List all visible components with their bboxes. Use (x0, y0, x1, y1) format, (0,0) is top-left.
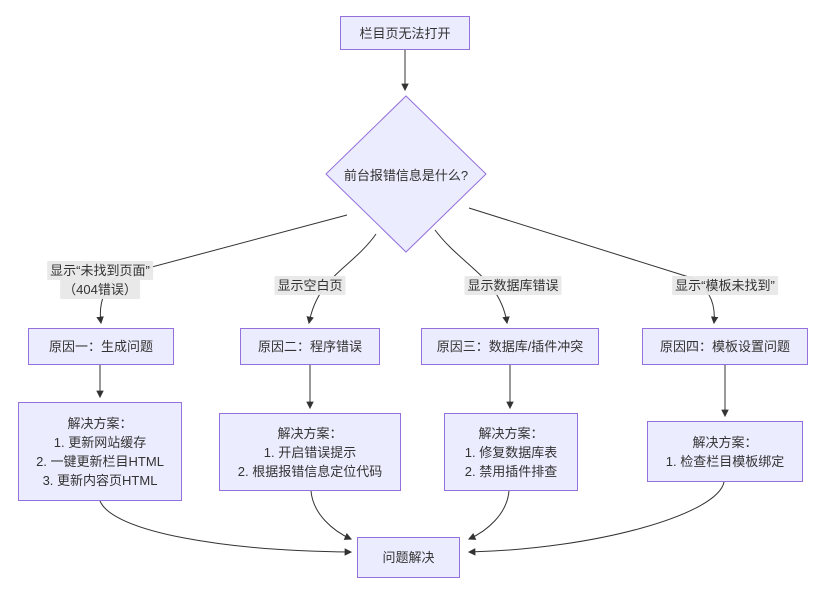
node-cause-2: 原因二：程序错误 (240, 328, 380, 365)
node-start: 栏目页无法打开 (340, 16, 470, 50)
node-cause-1: 原因一：生成问题 (28, 328, 174, 365)
edge-label-blank-page: 显示空白页 (274, 276, 346, 295)
node-solution-3: 解决方案： 1. 修复数据库表 2. 禁用插件排查 (444, 413, 578, 491)
edge-label-line: 显示数据库错误 (464, 276, 562, 295)
diamond-shape (325, 95, 487, 253)
node-solution-2: 解决方案： 1. 开启错误提示 2. 根据报错信息定位代码 (219, 413, 401, 491)
node-cause-3: 原因三：数据库/插件冲突 (421, 328, 599, 365)
node-decision: 前台报错信息是什么? (325, 95, 487, 253)
edge-decision-to-cause4 (468, 207, 719, 325)
edge-label-line: 显示“模板未找到” (672, 276, 778, 295)
solution-line: 1. 开启错误提示 (263, 444, 357, 460)
solution-line: 解决方案： (67, 415, 133, 431)
node-end: 问题解决 (357, 537, 460, 578)
solution-line: 解决方案： (478, 425, 544, 441)
solution-line: 1. 更新网站缓存 (53, 434, 147, 450)
solution-line: 2. 一键更新栏目HTML (36, 453, 164, 469)
node-cause-4: 原因四：模板设置问题 (642, 328, 808, 365)
edge-label-line: 显示“未找到页面” (47, 261, 153, 280)
edge-label-template-missing: 显示“模板未找到” (672, 276, 778, 295)
solution-line: 解决方案： (277, 425, 343, 441)
solution-line: 解决方案： (692, 434, 758, 450)
node-solution-1: 解决方案： 1. 更新网站缓存 2. 一键更新栏目HTML 3. 更新内容页HT… (18, 402, 182, 501)
edge-decision-to-cause2 (306, 233, 377, 325)
edge-solution4-to-end (467, 481, 725, 556)
edge-solution2-to-end (310, 490, 353, 540)
edge-label-404: 显示“未找到页面” （404错误） (47, 261, 153, 299)
edge-label-line: （404错误） (60, 280, 140, 299)
edge-label-line: 显示空白页 (274, 276, 346, 295)
edge-solution3-to-end (467, 490, 510, 540)
edge-decision-to-cause3 (434, 229, 510, 325)
edge-solution1-to-end (99, 500, 353, 556)
solution-line: 1. 检查栏目模板绑定 (665, 453, 785, 469)
edge-label-db-error: 显示数据库错误 (464, 276, 562, 295)
solution-line: 2. 禁用插件排查 (464, 463, 558, 479)
solution-line: 3. 更新内容页HTML (42, 472, 158, 488)
node-solution-4: 解决方案： 1. 检查栏目模板绑定 (647, 421, 803, 482)
solution-line: 1. 修复数据库表 (464, 444, 558, 460)
solution-line: 2. 根据报错信息定位代码 (237, 463, 383, 479)
decision-label: 前台报错信息是什么? (343, 167, 469, 183)
